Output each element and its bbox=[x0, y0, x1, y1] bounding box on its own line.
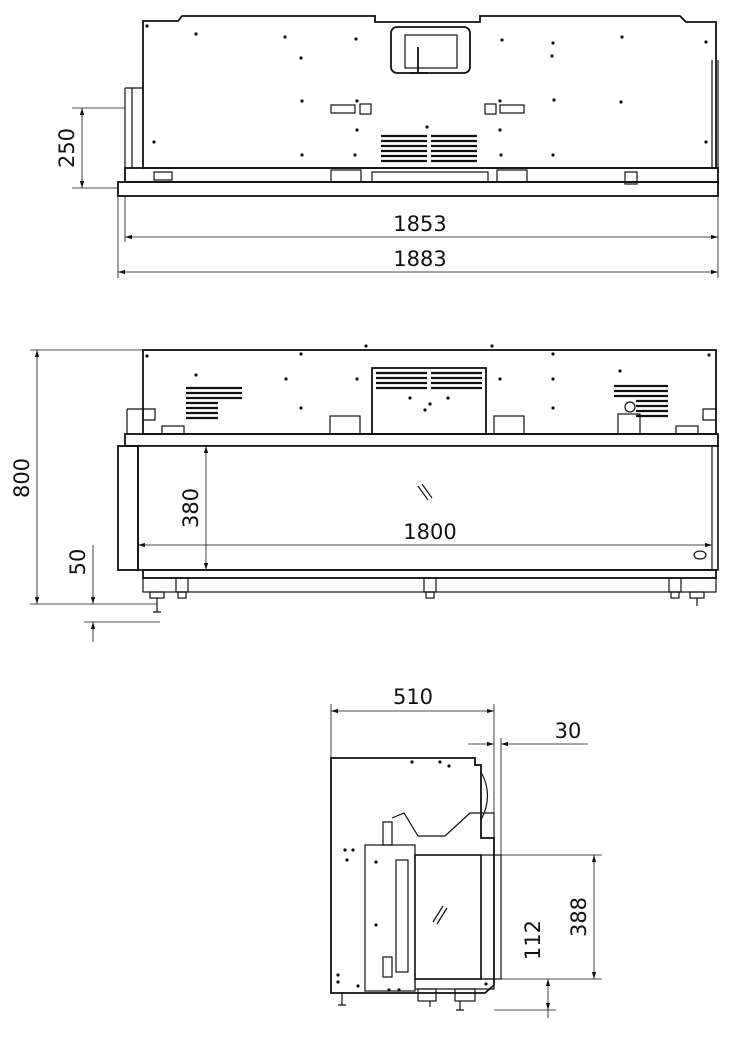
front-view-feet bbox=[149, 577, 705, 613]
side-view-glass-height-dim: 388 bbox=[567, 897, 591, 937]
front-view-clip bbox=[329, 415, 361, 435]
top-view-handle-window bbox=[404, 34, 458, 69]
side-view-glass bbox=[414, 854, 482, 980]
top-view-handle-bar bbox=[410, 47, 428, 74]
front-view-glass-width-dim: 1800 bbox=[403, 520, 456, 544]
side-view-depth-dim: 510 bbox=[393, 685, 433, 709]
front-view-height-dim: 800 bbox=[10, 458, 34, 498]
front-view-left-bracket bbox=[126, 408, 156, 434]
top-view-clip bbox=[153, 171, 173, 181]
side-view-base bbox=[414, 978, 495, 990]
front-view-clip bbox=[161, 425, 185, 435]
top-view-clip bbox=[624, 171, 638, 185]
top-view-slot bbox=[359, 103, 372, 115]
front-view-glass bbox=[137, 445, 719, 571]
front-view-right-bracket bbox=[702, 408, 716, 421]
top-view-left-bracket bbox=[124, 87, 143, 182]
front-view-clip bbox=[493, 415, 525, 435]
side-view-body bbox=[330, 757, 495, 994]
front-view-right-vent bbox=[614, 384, 668, 418]
top-view-vent-grille bbox=[371, 134, 489, 183]
top-view-outer-width-dim: 1883 bbox=[393, 247, 446, 271]
top-view-right-edge bbox=[711, 60, 719, 168]
side-view-glass-frame bbox=[480, 854, 502, 980]
front-view: 800 380 1800 50 bbox=[10, 344, 719, 642]
front-view-leg-dim: 50 bbox=[66, 549, 90, 576]
side-view-base-offset-dim: 112 bbox=[521, 920, 545, 960]
front-view-frame-band bbox=[124, 433, 719, 447]
front-view-left-vent bbox=[186, 386, 242, 420]
front-view-knob bbox=[693, 550, 707, 560]
top-view-body bbox=[142, 15, 717, 169]
front-view-bottom-strip bbox=[142, 569, 717, 579]
front-view-side-frame bbox=[117, 445, 139, 571]
top-view-rivets bbox=[145, 24, 708, 157]
top-view-handle-box bbox=[390, 26, 471, 74]
front-view-glass-height-dim: 380 bbox=[179, 488, 203, 528]
front-view-base bbox=[142, 577, 717, 593]
front-view-center-vent bbox=[376, 371, 482, 390]
top-view-slot bbox=[484, 103, 497, 115]
top-view: 250 1853 1883 bbox=[55, 15, 719, 278]
side-view-fan-arc bbox=[480, 771, 489, 821]
side-view-offset-dim: 30 bbox=[555, 719, 582, 743]
top-view-clip bbox=[330, 169, 362, 183]
top-view-clip bbox=[496, 169, 528, 183]
side-view: 510 30 388 112 bbox=[330, 685, 602, 1018]
top-view-slot bbox=[499, 104, 525, 114]
side-view-rivets bbox=[336, 760, 488, 992]
top-view-height-dim: 250 bbox=[55, 128, 79, 168]
top-view-slot bbox=[330, 104, 356, 114]
glass-hatch-marks bbox=[417, 483, 433, 501]
front-view-rivets bbox=[145, 344, 711, 412]
top-view-flange bbox=[124, 167, 719, 183]
glass-hatch-marks bbox=[432, 905, 448, 925]
front-view-clip bbox=[675, 425, 699, 435]
top-view-inner-width-dim: 1853 bbox=[393, 212, 446, 236]
side-view-bracket bbox=[391, 812, 495, 838]
